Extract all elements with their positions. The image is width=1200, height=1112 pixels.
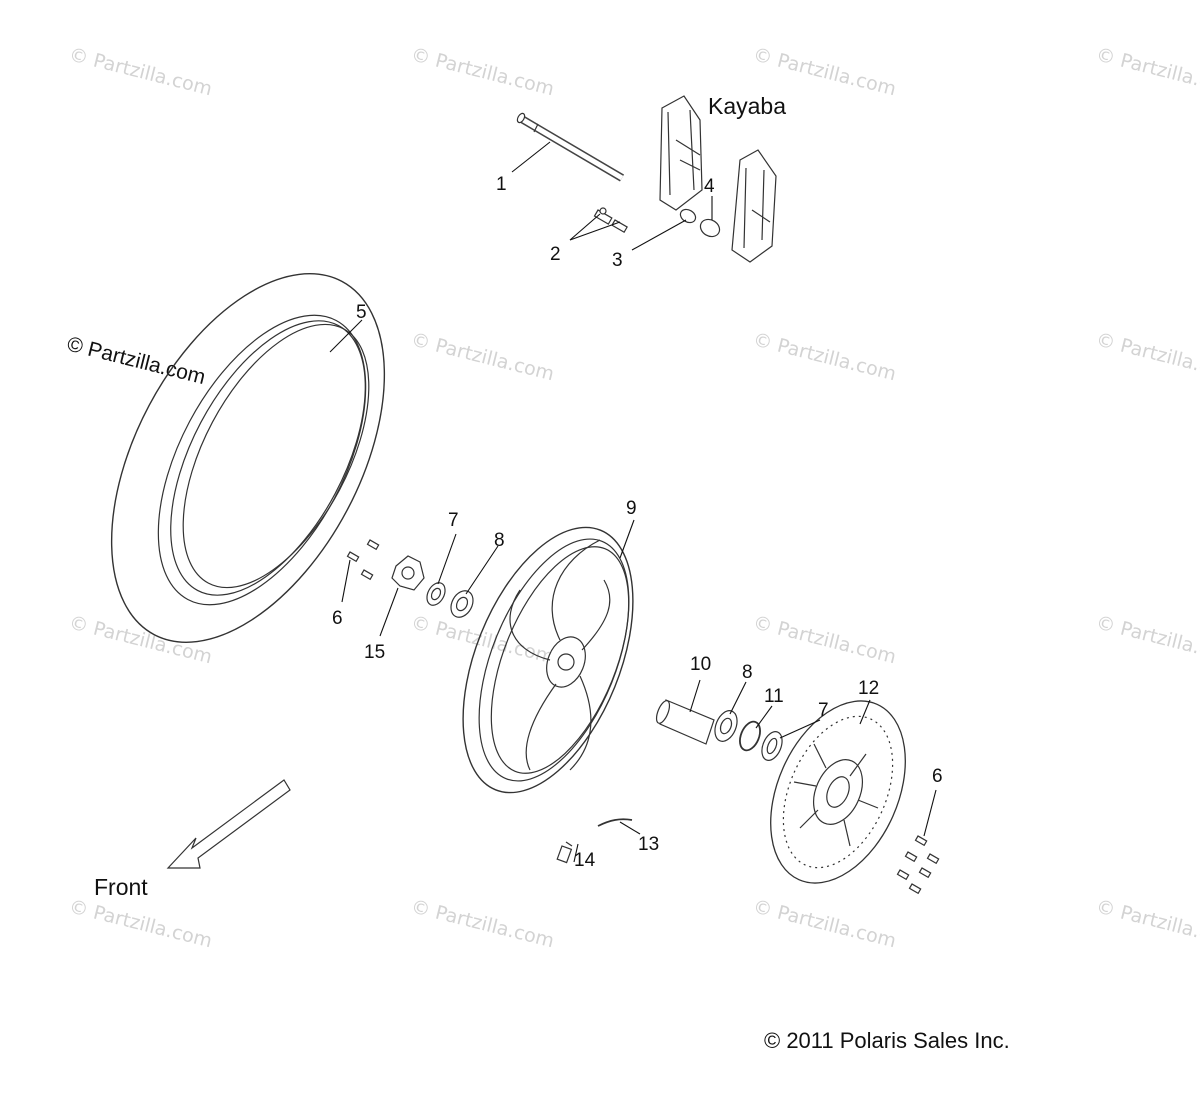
fork-label: Kayaba <box>708 93 786 119</box>
balance-weight-part <box>597 818 633 827</box>
watermark: © Partzilla.com <box>1094 329 1200 386</box>
fork-leg-right <box>731 149 777 263</box>
valve-stem-part <box>556 841 573 864</box>
bearing-part-right <box>714 710 738 742</box>
watermark: © Partzilla.com <box>751 329 899 386</box>
tire-part <box>110 273 386 643</box>
bolt-set-left <box>346 539 380 581</box>
callout-14: 14 <box>574 850 596 871</box>
callout-11: 11 <box>764 686 784 707</box>
bolt-set-right <box>896 835 940 895</box>
copyright-text: © 2011 Polaris Sales Inc. <box>764 1028 1010 1053</box>
callout-6: 6 <box>332 608 343 629</box>
watermark: © Partzilla.com <box>751 44 899 101</box>
watermark: © Partzilla.com <box>1094 896 1200 953</box>
watermark-strong: © Partzilla.com <box>65 333 208 390</box>
watermark: © Partzilla.com <box>1094 612 1200 669</box>
front-label: Front <box>94 874 148 900</box>
callout-4: 4 <box>704 176 715 197</box>
callout-15: 15 <box>364 642 385 663</box>
callout-13: 13 <box>638 834 659 855</box>
watermark: © Partzilla.com <box>67 44 215 101</box>
watermark: © Partzilla.com <box>1094 44 1200 101</box>
callout-5: 5 <box>356 302 367 323</box>
callout-7: 7 <box>818 700 829 721</box>
spacer-tube-part <box>655 699 715 745</box>
brake-disc-part <box>770 700 906 884</box>
watermark: © Partzilla.com <box>409 44 557 101</box>
callout-7: 7 <box>448 510 459 531</box>
watermark: © Partzilla.com <box>409 612 557 669</box>
callout-12: 12 <box>858 678 879 699</box>
axle-part <box>516 112 625 182</box>
wheel-part <box>462 526 634 794</box>
bolt-part <box>593 207 628 234</box>
callout-1: 1 <box>496 174 507 195</box>
callout-6: 6 <box>932 766 943 787</box>
watermark: © Partzilla.com <box>409 329 557 386</box>
watermark: © Partzilla.com <box>67 896 215 953</box>
callout-8: 8 <box>742 662 753 683</box>
bearing-part-left <box>426 582 474 618</box>
snap-ring-part <box>739 720 761 752</box>
front-arrow-icon <box>166 779 291 869</box>
hub-adapter-part <box>391 555 425 591</box>
callout-3: 3 <box>612 250 623 271</box>
fork-leg-left <box>659 95 703 211</box>
watermark: © Partzilla.com <box>751 612 899 669</box>
spacer-part <box>679 208 721 238</box>
callout-9: 9 <box>626 498 637 519</box>
callout-10: 10 <box>690 654 711 675</box>
seal-part-right <box>761 731 783 761</box>
watermark: © Partzilla.com <box>67 612 215 669</box>
callout-8: 8 <box>494 530 505 551</box>
watermark: © Partzilla.com <box>751 896 899 953</box>
watermark: © Partzilla.com <box>409 896 557 953</box>
leader-lines <box>329 141 937 863</box>
callout-2: 2 <box>550 244 561 265</box>
callouts: 1 2 3 4 5 6 6 7 7 8 8 9 10 11 12 13 14 1… <box>332 174 943 871</box>
